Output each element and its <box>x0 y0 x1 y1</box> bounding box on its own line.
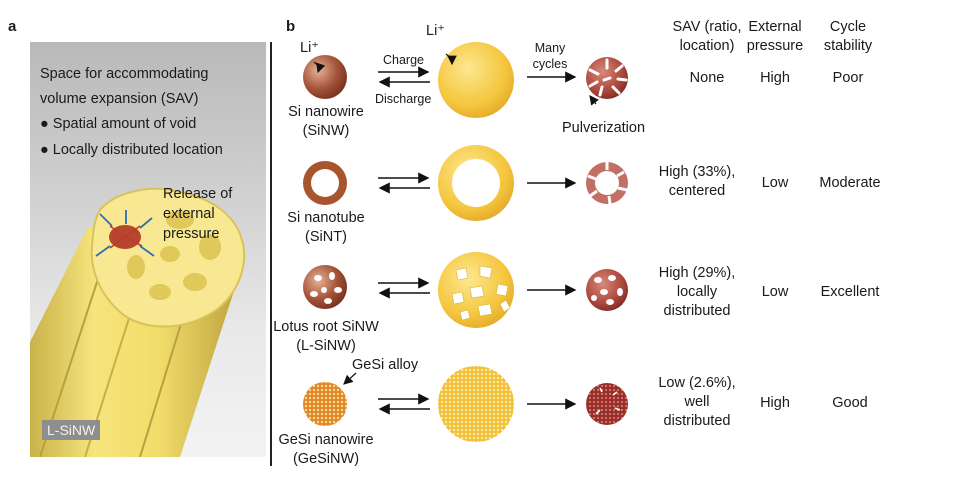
release-arrows-red <box>109 225 143 249</box>
row-name-line: (SiNW) <box>302 123 350 139</box>
charge-arrows-row3 <box>378 277 430 299</box>
charge-arrows-row2 <box>378 172 430 194</box>
sint-hollow <box>311 169 339 197</box>
panel-a-illustration: Space for accommodating volume expansion… <box>30 42 266 457</box>
lsinw-lithiated <box>438 252 514 328</box>
panel-a-title: Space for accommodating volume expansion… <box>40 62 208 112</box>
gesi-alloy-arrow <box>343 372 357 385</box>
sav-line: well <box>684 394 710 410</box>
title-line: volume expansion (SAV) <box>40 91 199 107</box>
discharge-label: Discharge <box>375 92 432 106</box>
header-line: stability <box>823 38 873 54</box>
row-3-stability: Excellent <box>820 284 880 300</box>
sav-line: distributed <box>663 413 731 429</box>
row-4-pressure: High <box>760 395 790 411</box>
gesinw-cycled <box>586 383 628 425</box>
void-hole <box>127 255 145 279</box>
void-hole <box>166 211 194 229</box>
bullet-1: ● Spatial amount of void <box>40 116 197 132</box>
row-2-stability: Moderate <box>819 175 881 191</box>
row-3-pressure: Low <box>761 284 789 300</box>
row-name-line: (GeSiNW) <box>292 451 360 467</box>
lsinw-tag: L-SiNW <box>42 420 101 440</box>
void-hole <box>183 273 207 291</box>
li-arrow-2 <box>445 53 457 66</box>
void-hole <box>160 246 180 262</box>
sint-lithiated-hollow <box>452 159 500 207</box>
sav-line: centered <box>668 183 726 199</box>
lsinw-initial <box>303 265 347 309</box>
row-1-pressure: High <box>760 70 790 86</box>
row-4-name: GeSi nanowire (GeSiNW) <box>276 431 376 469</box>
header-pressure: External pressure <box>735 18 815 56</box>
sav-line: locally <box>676 284 718 300</box>
title-line: Space for accommodating <box>40 66 209 82</box>
row-4-sav: Low (2.6%), well distributed <box>642 374 752 431</box>
lotus-wire-illustration <box>30 187 246 457</box>
header-line: pressure <box>746 38 804 54</box>
bullet-text: Locally distributed location <box>52 142 223 158</box>
header-sav: SAV (ratio, location) <box>652 18 762 56</box>
release-line: pressure <box>163 226 220 242</box>
bullet-text: Spatial amount of void <box>52 116 197 132</box>
release-line: Release of <box>163 186 233 202</box>
release-label: Release of external pressure <box>163 184 232 244</box>
sinw-lithiated <box>438 42 514 118</box>
row-name-line: GeSi nanowire <box>278 432 374 448</box>
row-4-stability: Good <box>832 395 868 411</box>
row-1-name: Si nanowire (SiNW) <box>278 103 374 141</box>
void-hole <box>149 284 171 300</box>
sinw-initial <box>303 55 347 99</box>
sav-line: High (29%), <box>658 265 736 281</box>
header-line: SAV (ratio, <box>672 19 742 35</box>
many-cycles-line: cycles <box>532 57 568 71</box>
row-3-name: Lotus root SiNW (L-SiNW) <box>270 318 382 356</box>
panel-divider <box>270 42 272 466</box>
sav-line: distributed <box>663 303 731 319</box>
sav-line: Low (2.6%), <box>658 375 736 391</box>
many-cycles-label: Many cycles <box>525 40 575 72</box>
row-1-sav: None <box>689 70 725 86</box>
header-line: Cycle <box>829 19 867 35</box>
row-name-line: (L-SiNW) <box>296 338 356 354</box>
row-2-name: Si nanotube (SiNT) <box>278 209 374 247</box>
row-2-pressure: Low <box>761 175 789 191</box>
many-cycles-line: Many <box>534 41 566 55</box>
bullet-2: ● Locally distributed location <box>40 142 223 158</box>
row-name-line: Lotus root SiNW <box>273 319 379 335</box>
row-name-line: Si nanotube <box>287 210 365 226</box>
lsinw-cycled <box>586 269 628 311</box>
void-hole <box>199 234 221 260</box>
header-cycle: Cycle stability <box>808 18 888 56</box>
li-plus-label-2: Li⁺ <box>426 23 445 39</box>
release-line: external <box>163 206 215 222</box>
header-line: location) <box>679 38 735 54</box>
panel-b-letter: b <box>286 18 296 35</box>
row-1-stability: Poor <box>832 70 864 86</box>
row-name-line: (SiNT) <box>305 229 347 245</box>
header-line: External <box>748 19 802 35</box>
charge-arrows-row4 <box>378 393 430 415</box>
sinw-pulverized <box>586 57 628 99</box>
row-name-line: Si nanowire <box>288 104 364 120</box>
sint-pulverized <box>586 162 628 205</box>
charge-arrows-row1 <box>378 66 430 88</box>
pulverization-label: Pulverization <box>562 120 646 136</box>
panel-a-letter: a <box>8 18 17 35</box>
row-2-sav: High (33%), centered <box>642 163 752 201</box>
pulverization-arrow <box>589 95 599 106</box>
row-3-sav: High (29%), locally distributed <box>642 264 752 321</box>
li-arrow-1 <box>313 61 326 74</box>
li-plus-label-1: Li⁺ <box>300 40 319 56</box>
charge-label: Charge <box>383 53 424 67</box>
pressure-arrows-blue <box>95 210 155 257</box>
sav-line: High (33%), <box>658 164 736 180</box>
gesi-alloy-label: GeSi alloy <box>352 357 419 373</box>
